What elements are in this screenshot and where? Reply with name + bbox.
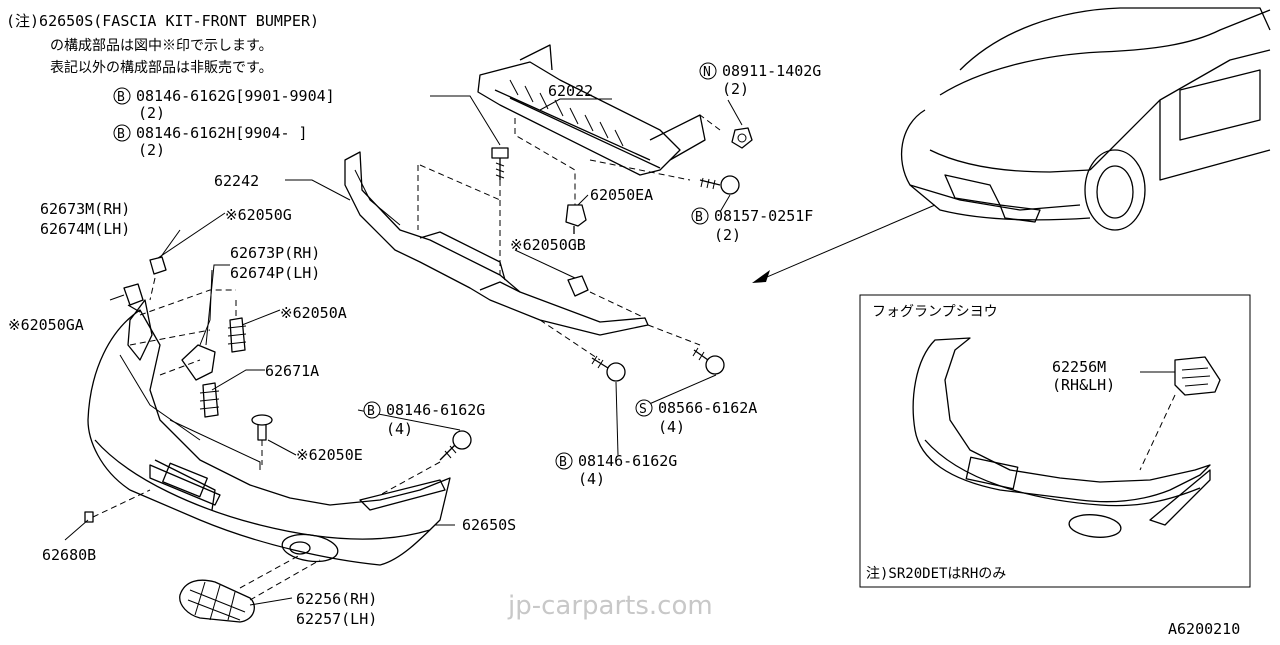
inset-title: フォグランプシヨウ	[872, 304, 998, 320]
part-08566-6162a: 08566-6162A	[658, 399, 757, 417]
side-bracket-left	[127, 299, 153, 361]
part-62050a: ※62050A	[280, 304, 347, 322]
part-prefix: B	[117, 127, 125, 142]
car-pointer-line	[759, 204, 936, 281]
circle-badge	[635, 399, 653, 417]
part-08911-1402g: 08911-1402G	[722, 62, 821, 80]
part-62650s: 62650S	[462, 516, 516, 534]
part-62674p: 62674P(LH)	[230, 264, 320, 282]
part-62050e: ※62050E	[296, 446, 363, 464]
fastener-bolt-b4	[439, 430, 472, 461]
upper-reinforcement	[477, 44, 706, 176]
fastener-push-a	[227, 317, 247, 353]
part-62242: 62242	[214, 172, 259, 190]
part-qty: (4)	[386, 420, 413, 438]
bumper-fascia	[87, 309, 451, 566]
fastener-clip-e	[251, 414, 273, 441]
part-62671a: 62671A	[265, 362, 319, 380]
fastener-push-671a	[199, 382, 220, 418]
part-08146-6162h-range: 08146-6162H[9904- ]	[136, 124, 308, 142]
fastener-clip-gb	[567, 275, 589, 297]
part-62673m: 62673M(RH)	[40, 200, 130, 218]
leader-lines	[64, 95, 743, 606]
circle-badge	[113, 124, 131, 142]
circle-badge	[113, 87, 131, 105]
part-qty: (2)	[138, 104, 165, 122]
inset-bumper	[912, 337, 1211, 503]
part-62050ea: 62050EA	[590, 186, 653, 204]
diagram-code: A6200210	[1168, 620, 1240, 638]
fastener-bolt-b5	[591, 355, 626, 382]
part-62674m: 62674M(LH)	[40, 220, 130, 238]
note-line-3: 表記以外の構成部品は非販売です。	[50, 59, 273, 76]
part-62022: 62022	[548, 82, 593, 100]
part-62050ga: ※62050GA	[8, 316, 84, 334]
part-62673p: 62673P(RH)	[230, 244, 320, 262]
note-line-1: (注)62650S(FASCIA KIT-FRONT BUMPER)	[6, 12, 319, 30]
side-bracket-p	[181, 344, 216, 381]
part-62050g: ※62050G	[225, 206, 292, 224]
circle-badge	[363, 401, 381, 419]
inset-footnote: 注)SR20DETはRHのみ	[866, 566, 1006, 582]
fastener-screw-s	[692, 347, 725, 375]
fog-lamp-cover	[179, 579, 255, 623]
car-pointer-arrow	[752, 270, 770, 283]
car-illustration	[900, 7, 1271, 231]
alignment-lines	[92, 114, 721, 601]
part-prefix: N	[703, 65, 711, 80]
part-prefix: B	[367, 404, 375, 419]
fastener-clip-ea	[565, 204, 587, 234]
inset-fog-bracket	[1174, 356, 1221, 396]
fastener-bolt-top	[491, 147, 509, 180]
part-08146-6162g-range: 08146-6162G[9901-9904]	[136, 87, 335, 105]
circle-badge	[555, 452, 573, 470]
inset-part-62256m: 62256M	[1052, 358, 1106, 376]
part-qty: (2)	[722, 80, 749, 98]
inset-frame	[859, 294, 1251, 588]
part-prefix: B	[117, 90, 125, 105]
lower-reinforcement	[344, 151, 649, 336]
watermark: jp-carparts.com	[507, 591, 713, 621]
part-prefix: S	[639, 402, 647, 417]
fog-lamp-inset: フォグランプシヨウ 62256M (RH&LH) 注)SR20DETはRHのみ	[859, 294, 1251, 588]
inset-part-sub: (RH&LH)	[1052, 376, 1115, 394]
part-qty: (2)	[714, 226, 741, 244]
part-qty: (4)	[578, 470, 605, 488]
fastener-clip-ga	[123, 283, 144, 313]
part-62256-rh: 62256(RH)	[296, 590, 377, 608]
circle-badge	[691, 207, 709, 225]
fastener-bolt-b3	[699, 175, 740, 195]
clip-62680b	[84, 511, 94, 523]
circle-badge	[699, 62, 717, 80]
part-08146-6162g-lower: 08146-6162G	[578, 452, 677, 470]
fastener-clip-g	[149, 256, 167, 275]
part-62680b: 62680B	[42, 546, 96, 564]
fastener-nut-n	[731, 127, 753, 149]
part-qty: (4)	[658, 418, 685, 436]
part-62257-lh: 62257(LH)	[296, 610, 377, 628]
part-08157-0251f: 08157-0251F	[714, 207, 813, 225]
part-08146-6162g-upper: 08146-6162G	[386, 401, 485, 419]
part-prefix: B	[559, 455, 567, 470]
part-62050gb: ※62050GB	[510, 236, 586, 254]
part-prefix: B	[695, 210, 703, 225]
part-qty: (2)	[138, 141, 165, 159]
note-line-2: の構成部品は図中※印で示します。	[50, 38, 273, 54]
